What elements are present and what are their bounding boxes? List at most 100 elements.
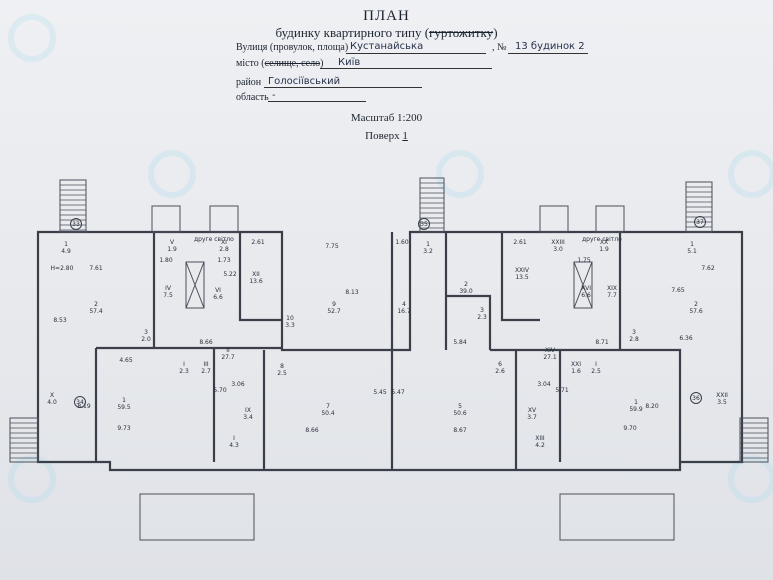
street-value: Кустанайська: [350, 41, 424, 52]
room-area: 4.0: [47, 399, 57, 406]
room-area: 7.5: [163, 292, 173, 299]
district-underline: [264, 87, 422, 88]
room-number: 2: [94, 301, 98, 308]
wall: [238, 232, 282, 322]
stair-entrance: [739, 417, 769, 463]
wall: [490, 348, 682, 462]
wall: [446, 294, 492, 350]
marker-number: 37: [696, 219, 704, 226]
page-subtitle: будинку квартирного типу (гуртожитку): [0, 25, 773, 41]
dimension-label: 6.36: [679, 335, 693, 342]
room-number: XXI: [571, 361, 581, 368]
dimension-label: 2.61: [513, 239, 527, 246]
room-area: 1.9: [167, 246, 177, 253]
room-number: X: [50, 392, 54, 399]
room-area: 59.5: [117, 404, 131, 411]
room-number: V: [170, 239, 175, 246]
floor-value: 1: [402, 130, 408, 142]
dimension-label: 9.73: [117, 425, 131, 432]
elevator-shaft: [573, 261, 593, 309]
room-number: I: [595, 361, 597, 368]
dimension-label: 1.75: [577, 257, 591, 264]
room-area: 4.2: [535, 442, 545, 449]
room-number: 6: [498, 361, 502, 368]
dimension-label: 5.84: [453, 339, 467, 346]
room-area: 27.7: [221, 354, 235, 361]
room-number: 3: [632, 329, 636, 336]
room-area: 3.3: [285, 322, 295, 329]
dimension-label: 7.61: [89, 265, 103, 272]
stair-entrance: [59, 179, 87, 233]
room-number: XVI: [581, 285, 591, 292]
ramp: [139, 493, 255, 541]
room-area: 2.8: [629, 336, 639, 343]
room-number: XII: [252, 271, 260, 278]
floor-label: Поверх: [365, 130, 400, 142]
room-area: 16.7: [397, 308, 411, 315]
room-area: 3.4: [243, 414, 253, 421]
region-underline: [268, 101, 366, 102]
room-area: 2.5: [277, 370, 287, 377]
watermark: [436, 150, 484, 198]
dimension-label: 2.61: [251, 239, 265, 246]
dimension-label: 5.22: [223, 271, 237, 278]
dimension-label: 1.73: [217, 257, 231, 264]
room-number: 5: [458, 403, 462, 410]
room-area: 2.8: [219, 246, 229, 253]
city-value: Київ: [338, 57, 361, 68]
stair-entrance: [151, 205, 181, 233]
room-area: 27.1: [543, 354, 557, 361]
room-number: VI: [215, 287, 221, 294]
watermark: [8, 14, 56, 62]
marker-number: 33: [72, 221, 80, 228]
dimension-label: 1.80: [159, 257, 173, 264]
dimension-label: 7.65: [671, 287, 685, 294]
marker-circle: [418, 218, 430, 230]
marker-circle: [694, 216, 706, 228]
dimension-label: 8.66: [199, 339, 213, 346]
district-value: Голосіївський: [268, 76, 341, 87]
room-number: 1: [64, 241, 68, 248]
dimension-label: 5.71: [555, 387, 569, 394]
room-number: XIX: [607, 285, 617, 292]
street-label: Вулиця (провулок, площа): [236, 42, 348, 53]
dimension-label: 1.60: [395, 239, 409, 246]
subtitle-struck: гуртожитку: [429, 25, 494, 40]
marker-number: 35: [420, 221, 428, 228]
room-number: 2: [694, 301, 698, 308]
room-number: IX: [245, 407, 251, 414]
room-area: 4.3: [229, 442, 239, 449]
room-area: 4.9: [61, 248, 71, 255]
room-area: 3.7: [527, 414, 537, 421]
region-label: область: [236, 92, 269, 103]
dimension-label: H=2.80: [51, 265, 74, 272]
marker-circle: [74, 396, 86, 408]
room-number: 10: [286, 315, 294, 322]
duct-label: друге світло: [194, 236, 234, 243]
dimension-label: 8.71: [595, 339, 609, 346]
elevator-cross: [185, 261, 593, 309]
room-area: 3.2: [423, 248, 433, 255]
room-number: 7: [326, 403, 330, 410]
room-number: XIII: [535, 435, 545, 442]
room-area: 2.0: [141, 336, 151, 343]
dimension-label: 7.75: [325, 243, 339, 250]
dimension-label: 4.65: [119, 357, 133, 364]
stair-entrance: [539, 205, 569, 233]
room-area: 2.3: [477, 314, 487, 321]
room-area: 2.7: [201, 368, 211, 375]
room-number: 3: [480, 307, 484, 314]
dimension-label: 8.20: [645, 403, 659, 410]
number-label: , №: [492, 42, 507, 53]
marker-circle: [690, 392, 702, 404]
room-number: 3: [144, 329, 148, 336]
number-underline: [508, 53, 588, 54]
room-area: 1.9: [599, 246, 609, 253]
stair-entrance: [419, 177, 445, 233]
dimension-label: 8.66: [305, 427, 319, 434]
subtitle-suffix: ): [493, 25, 498, 40]
dimension-label: 3.04: [537, 381, 551, 388]
duct-label: друге світло: [582, 236, 622, 243]
